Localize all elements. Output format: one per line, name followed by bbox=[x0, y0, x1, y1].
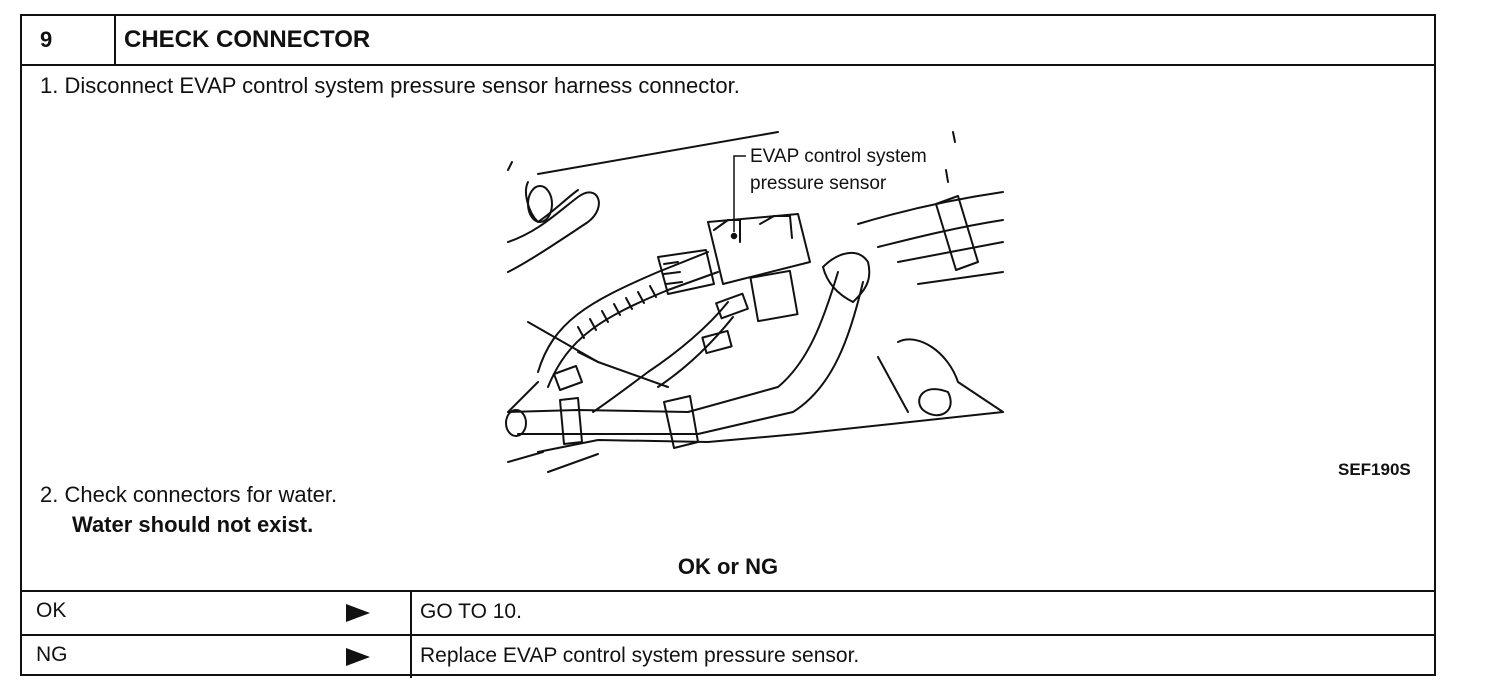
procedure-box: 9 CHECK CONNECTOR 1. Disconnect EVAP con… bbox=[20, 14, 1436, 678]
instruction-step-2: 2. Check connectors for water. Water sho… bbox=[40, 480, 337, 540]
result-row-ng: NG Replace EVAP control system pressure … bbox=[22, 634, 1434, 678]
step-2-text: 2. Check connectors for water. bbox=[40, 482, 338, 507]
connector-illustration: EVAP control system pressure sensor bbox=[478, 112, 1018, 487]
callout-label-line-1: EVAP control system bbox=[750, 146, 927, 167]
result-table: OK GO TO 10. NG Replace EVAP control sys… bbox=[22, 590, 1434, 678]
instruction-step-1: 1. Disconnect EVAP control system pressu… bbox=[40, 73, 740, 98]
engine-bay-drawing: EVAP control system pressure sensor bbox=[505, 131, 1004, 473]
result-action-link[interactable]: GO TO 10. bbox=[410, 592, 522, 634]
step-header: 9 CHECK CONNECTOR bbox=[22, 16, 1434, 66]
result-heading: OK or NG bbox=[677, 554, 779, 579]
result-action-text: Replace EVAP control system pressure sen… bbox=[410, 636, 859, 678]
step-2-note: Water should not exist. bbox=[72, 512, 314, 537]
step-number: 9 bbox=[22, 16, 116, 64]
arrow-right-icon bbox=[346, 604, 370, 622]
result-key: OK bbox=[36, 599, 67, 622]
step-title: CHECK CONNECTOR bbox=[124, 26, 371, 53]
figure-id: SEF190S bbox=[1338, 460, 1411, 479]
callout-label-line-2: pressure sensor bbox=[750, 173, 887, 194]
result-key: NG bbox=[36, 643, 68, 666]
arrow-right-icon bbox=[346, 648, 370, 666]
result-row-ok: OK GO TO 10. bbox=[22, 590, 1434, 634]
